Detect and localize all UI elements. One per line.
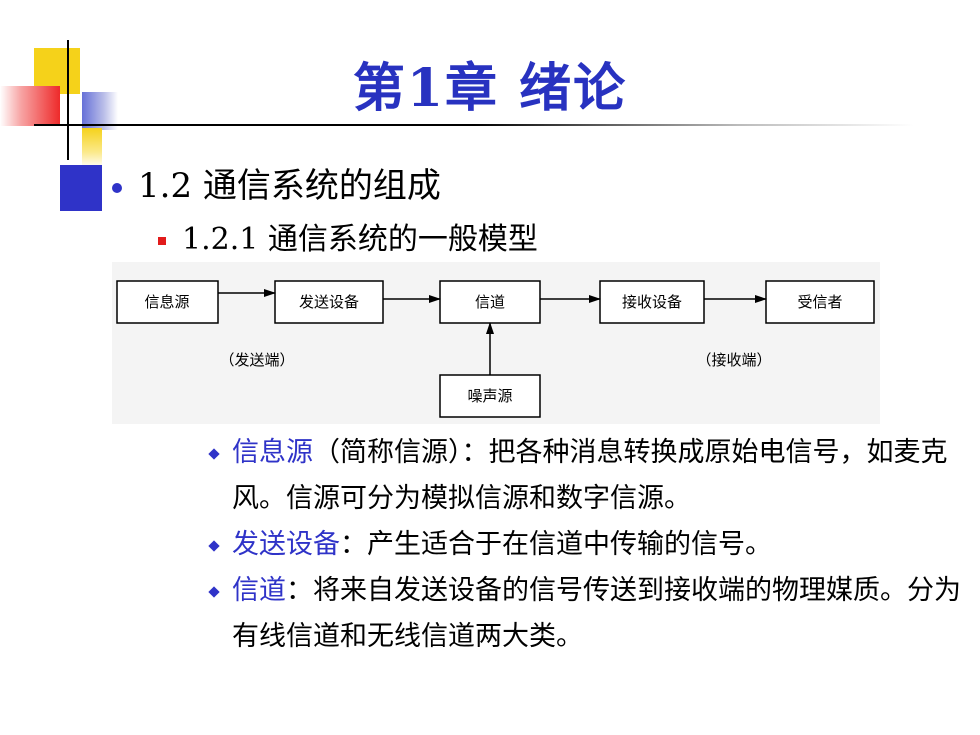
slide-title: 第1章 绪论 [352,58,628,119]
bullet-dot-icon [112,182,122,193]
bullet-item: 信息源（简称信源）：把各种消息转换成原始电信号，如麦克风。信源可分为模拟信源和数… [206,430,966,522]
box-source-label: 信息源 [144,293,189,311]
decor-vertical-line [67,40,69,160]
bullet-term: 信道 [232,575,286,606]
box-sink [765,280,875,324]
heading-level1: 1.2 通信系统的组成 [112,158,441,207]
box-channel-label: 信道 [475,293,505,311]
bullet-item: 信道：将来自发送设备的信号传送到接收端的物理媒质。分为有线信道和无线信道两大类。 [206,568,966,660]
bullet-text: ：产生适合于在信道中传输的信号。 [340,529,772,560]
bullet-text: ：将来自发送设备的信号传送到接收端的物理媒质。分为有线信道和无线信道两大类。 [232,575,961,652]
heading1-text: 通信系统的组成 [202,166,441,206]
title-underline [34,124,914,126]
bullet-term: 信息源 [232,437,313,468]
heading2-text: 通信系统的一般模型 [267,222,538,257]
diamond-bullet-icon [208,586,220,598]
box-channel [439,280,541,324]
bullet-list: 信息源（简称信源）：把各种消息转换成原始电信号，如麦克风。信源可分为模拟信源和数… [206,430,966,660]
box-receiver-label: 接收设备 [622,293,682,311]
bullet-term: 发送设备 [232,529,340,560]
communication-model-diagram: 信息源 发送设备 信道 接收设备 受信者 噪声源 （发送端） （接收端） [112,262,880,424]
box-receiver [599,280,705,324]
heading1-number: 1.2 [138,166,203,206]
box-transmitter-label: 发送设备 [299,293,359,311]
sender-label: （发送端） [219,351,294,369]
bullet-text: （简称信源）：把各种消息转换成原始电信号，如麦克风。信源可分为模拟信源和数字信源… [232,437,948,514]
box-transmitter [274,280,384,324]
decor-blue-square [60,165,102,211]
decor-blue-small-square [82,92,118,130]
heading-level2: 1.2.1 通信系统的一般模型 [158,214,538,258]
box-sink-label: 受信者 [797,293,842,311]
box-source [116,280,219,324]
decor-red-square [0,86,60,126]
diamond-bullet-icon [208,540,220,552]
bullet-item: 发送设备：产生适合于在信道中传输的信号。 [206,522,966,568]
decor-yellow-small-square [82,128,102,168]
receiver-label: （接收端） [696,351,771,369]
heading2-number: 1.2.1 [182,222,268,257]
diamond-bullet-icon [208,448,220,460]
box-noise-label: 噪声源 [467,387,512,405]
bullet-square-icon [158,236,166,245]
